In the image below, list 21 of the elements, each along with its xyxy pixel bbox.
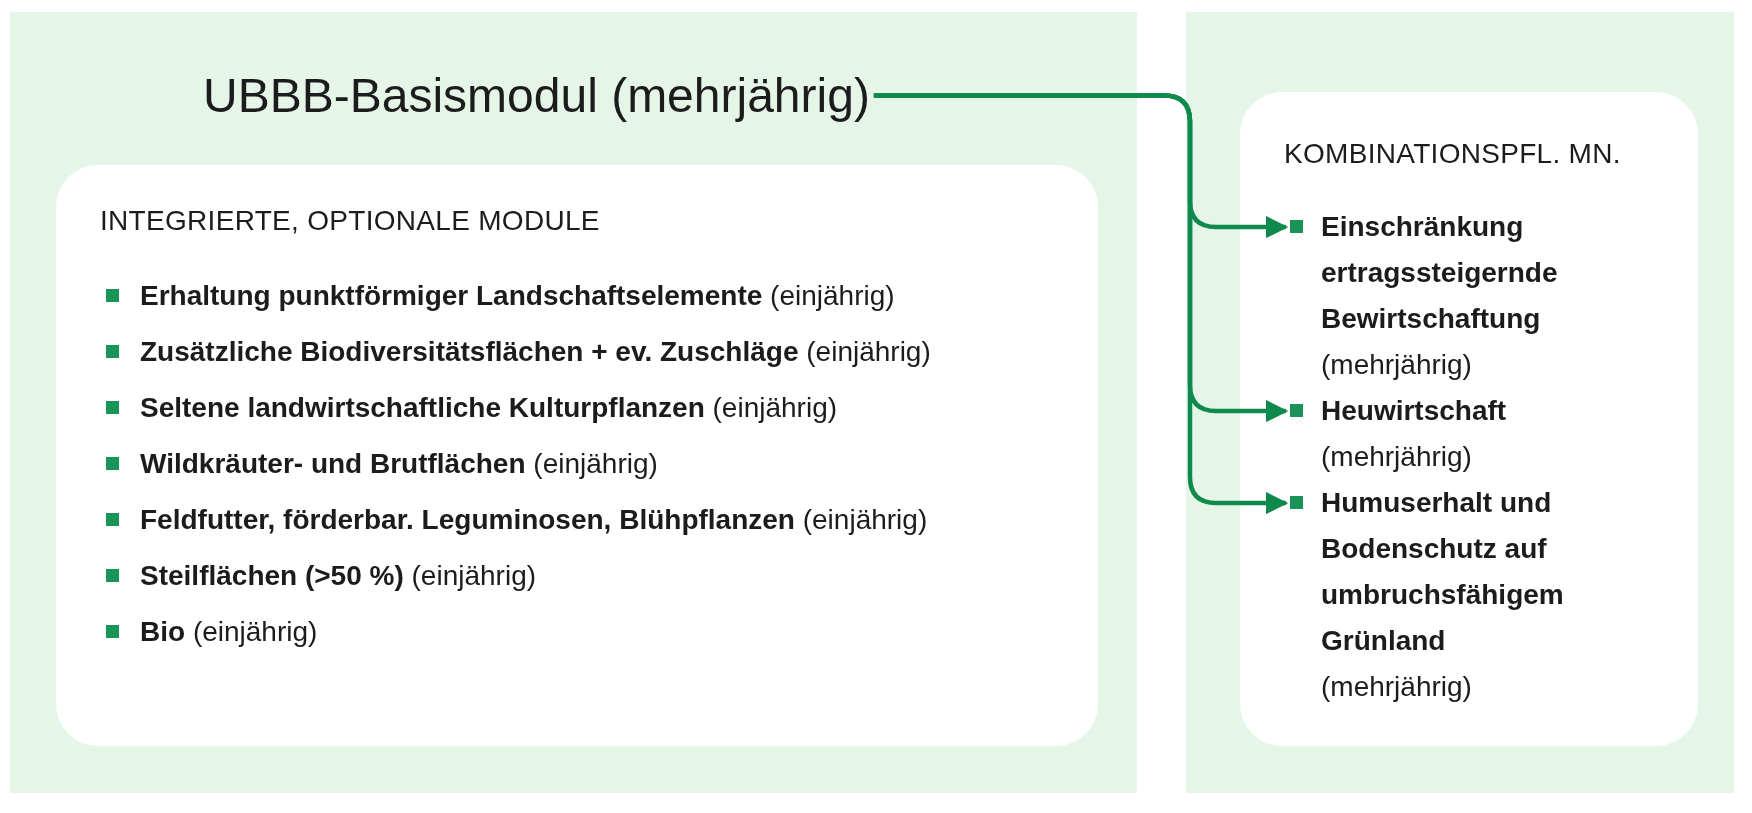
list-item-text: Erhaltung punktförmiger Landschaftselemente (einjährig)	[140, 279, 895, 313]
panel-background	[10, 12, 1137, 793]
panel-background	[1186, 12, 1734, 793]
list-item-text: Seltene landwirtschaftliche Kulturpflanzen (einjährig)	[140, 391, 838, 425]
list-item-text: Feldfutter, förderbar. Leguminosen, Blühpflanzen (einjährig)	[140, 503, 928, 537]
item-title: Humuserhalt und Bodenschutz auf umbruchsfähigem Grünland	[1321, 486, 1565, 658]
section-heading: INTEGRIERTE, OPTIONALE MODULE	[100, 205, 600, 237]
item-title: Einschränkung ertragssteigernde Bewirtschaftung	[1321, 210, 1559, 336]
item-note: (mehrjährig)	[1321, 348, 1473, 382]
item-note: (mehrjährig)	[1321, 670, 1473, 704]
heading: UBBB-Basismodul (mehrjährig)	[203, 68, 870, 123]
list-item-text: Steilflächen (>50 %) (einjährig)	[140, 559, 537, 593]
list-item-text: Zusätzliche Biodiversitätsflächen + ev. Zuschläge (einjährig)	[140, 335, 931, 369]
section-heading: KOMBINATIONSPFL. MN.	[1284, 138, 1621, 170]
list-item-text: Wildkräuter- und Brutflächen (einjährig)	[140, 447, 658, 481]
card-background	[1240, 92, 1698, 746]
item-title: Heuwirtschaft	[1321, 394, 1508, 428]
arrow	[873, 93, 1289, 515]
item-note: (mehrjährig)	[1321, 440, 1473, 474]
card-background	[56, 165, 1098, 746]
list-item-text: Bio (einjährig)	[140, 615, 318, 649]
